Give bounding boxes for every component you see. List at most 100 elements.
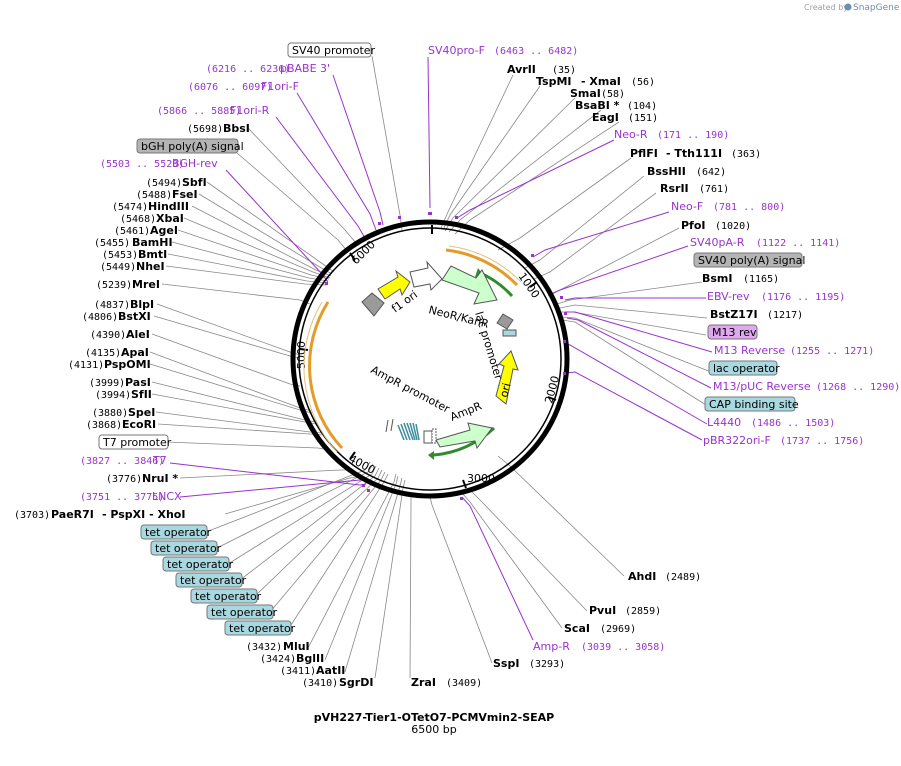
enzyme-position: (5698) bbox=[187, 124, 223, 135]
enzyme-position: (3868) bbox=[86, 420, 122, 431]
enzyme-position: (1165) bbox=[743, 274, 779, 285]
enzyme-position: (2489) bbox=[665, 572, 701, 583]
enzyme-label: - PspXI - XhoI bbox=[102, 508, 185, 521]
primer-label: Neo-F bbox=[671, 200, 703, 213]
enzyme-label: XbaI bbox=[156, 212, 184, 225]
enzyme-label: SbfI bbox=[182, 176, 207, 189]
enzyme-label: PvuI bbox=[589, 604, 616, 617]
enzyme-label: AhdI bbox=[628, 570, 656, 583]
enzyme-position: (761) bbox=[699, 184, 729, 195]
primer-leader-lines bbox=[169, 56, 713, 641]
enzyme-label: AatII bbox=[316, 664, 345, 677]
boxed-labels: SV40 promoter bGH poly(A) signal SV40 po… bbox=[98, 42, 805, 636]
label-tet-operator: tet operator bbox=[167, 558, 234, 571]
position-ticks bbox=[299, 225, 557, 489]
label-t7-promoter: T7 promoter bbox=[102, 436, 172, 449]
enzyme-label: AvrII bbox=[507, 63, 536, 76]
enzyme-position: (3776) bbox=[106, 474, 142, 485]
box-tet-operator bbox=[224, 620, 292, 636]
enzyme-label: SmaI bbox=[570, 87, 601, 100]
enzyme-label: BbsI bbox=[223, 122, 250, 135]
primer-range: (6463 .. 6482) bbox=[494, 46, 578, 57]
box-bgh-polya bbox=[136, 138, 239, 154]
primer-label: BGH-rev bbox=[172, 157, 218, 170]
backbone-outer bbox=[290, 219, 570, 499]
enzyme-position: (3409) bbox=[446, 678, 482, 689]
enzyme-label: BamHI bbox=[132, 236, 173, 249]
primer-range: (781 .. 800) bbox=[713, 202, 785, 213]
feature-yellow-arrow-f1 bbox=[377, 269, 411, 300]
primer-label: SV40pA-R bbox=[690, 236, 745, 249]
feature-gray-block bbox=[361, 292, 385, 317]
enzyme-label: BssHII bbox=[647, 165, 686, 178]
enzyme-label: BglII bbox=[296, 652, 324, 665]
primer-label: pBABE 3' bbox=[280, 62, 330, 75]
primer-label: L4440 bbox=[707, 416, 741, 429]
primer-range: (3039 .. 3058) bbox=[581, 642, 665, 653]
box-tet-operator bbox=[140, 524, 208, 540]
enzyme-label: MluI bbox=[283, 640, 310, 653]
enzyme-position: (4390) bbox=[90, 330, 126, 341]
enzyme-label: BlpI bbox=[130, 298, 154, 311]
enzyme-position: (3293) bbox=[529, 659, 565, 670]
feature-tet-operators bbox=[397, 422, 420, 441]
enzyme-label: ScaI bbox=[564, 622, 590, 635]
enzyme-label: PaeR7I bbox=[51, 508, 94, 521]
feature-label-ampr: AmpR bbox=[448, 399, 484, 423]
enzyme-label: MreI bbox=[132, 278, 160, 291]
feature-small-white bbox=[423, 430, 433, 444]
enzyme-position: (3999) bbox=[89, 378, 125, 389]
enzyme-position: (5488) bbox=[136, 190, 172, 201]
enzyme-position: (3880) bbox=[92, 408, 128, 419]
feature-arc-orange-top bbox=[445, 248, 519, 287]
enzyme-label: BmtI bbox=[138, 248, 167, 261]
snapgene-logo-icon bbox=[844, 3, 852, 11]
enzyme-position: (56) bbox=[631, 77, 655, 88]
label-bgh-polya: bGH poly(A) signal bbox=[141, 140, 244, 153]
enzyme-position: (642) bbox=[696, 167, 726, 178]
enzyme-label: PflFI bbox=[630, 147, 658, 160]
label-tet-operator: tet operator bbox=[195, 590, 262, 603]
enzyme-position: (5461) bbox=[114, 226, 150, 237]
enzyme-label: NheI bbox=[136, 260, 165, 273]
primer-label: EBV-rev bbox=[707, 290, 750, 303]
enzyme-label: PspOMI bbox=[104, 358, 151, 371]
enzyme-position: (3703) bbox=[14, 510, 50, 521]
feature-ampr-arrow bbox=[435, 422, 493, 450]
box-m13-rev bbox=[707, 324, 758, 340]
primer-range: (5866 .. 5885) bbox=[157, 106, 241, 117]
primer-range: (6216 .. 6236) bbox=[206, 64, 290, 75]
label-tet-operator: tet operator bbox=[229, 622, 296, 635]
enzyme-position: (5455) bbox=[94, 238, 130, 249]
label-tet-operator: tet operator bbox=[155, 542, 222, 555]
box-tet-operator bbox=[162, 556, 230, 572]
primer-range: (1268 .. 1290) bbox=[816, 382, 900, 393]
enzyme-label: BsmI bbox=[702, 272, 733, 285]
enzyme-position: (4806) bbox=[82, 312, 118, 323]
primer-label: M13 Reverse bbox=[714, 344, 785, 357]
enzyme-label: BstZ17I bbox=[710, 308, 758, 321]
feature-ori-arrow bbox=[495, 350, 519, 405]
enzyme-position: (4135) bbox=[85, 348, 121, 359]
enzyme-label: SspI bbox=[493, 657, 519, 670]
enzyme-label: AleI bbox=[126, 328, 150, 341]
primer-label: T7 bbox=[152, 454, 167, 467]
primer-range: (1122 .. 1141) bbox=[756, 238, 840, 249]
box-tet-operator bbox=[206, 604, 274, 620]
feature-lac-op-block bbox=[502, 329, 517, 337]
enzyme-label: - Tth111I bbox=[666, 147, 722, 160]
credit-prefix: Created by bbox=[804, 3, 848, 12]
primer-label: F1ori-R bbox=[230, 104, 270, 117]
box-tet-operator bbox=[175, 572, 243, 588]
enzyme-label: HindIII bbox=[148, 200, 189, 213]
primer-range: (3751 .. 3775) bbox=[80, 492, 164, 503]
feature-label-ampr-promoter: AmpR promoter bbox=[369, 363, 453, 416]
enzyme-position: (1217) bbox=[767, 310, 803, 321]
primer-range: (6076 .. 6097) bbox=[188, 82, 272, 93]
box-tet-operator bbox=[150, 540, 218, 556]
plasmid-title: pVH227-Tier1-OTetO7-PCMVmin2-SEAP bbox=[314, 711, 554, 724]
enzyme-position: (3410) bbox=[302, 678, 338, 689]
enzyme-position: (3424) bbox=[260, 654, 296, 665]
